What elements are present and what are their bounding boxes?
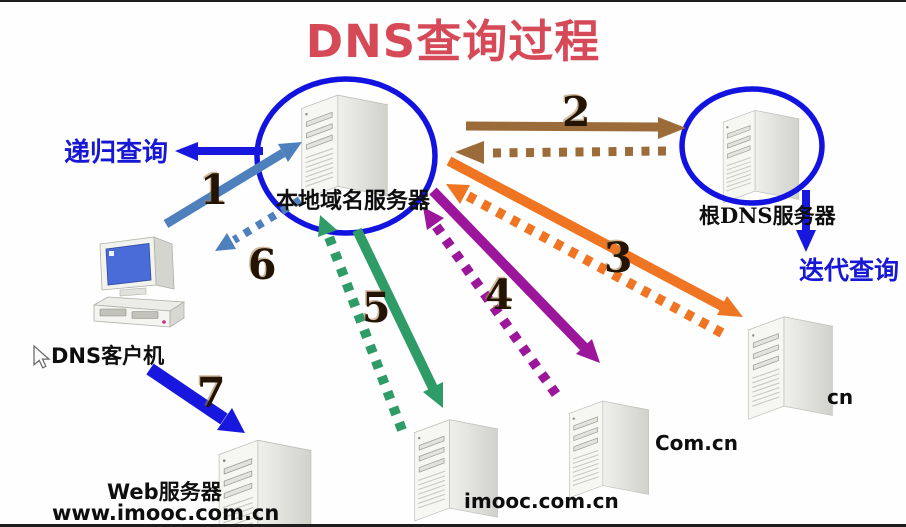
arrow-shaft [146,363,228,425]
arrow-head [455,141,484,164]
arrow-head [658,117,686,139]
arrow-head [423,382,443,408]
arrow-head [215,233,236,251]
step-7-arrow [146,363,245,433]
root-dns-server-label: 根DNS服务器 [699,203,836,228]
arrow-shaft [431,223,561,397]
arrow-head [217,408,245,433]
bottom-edge-strip [0,524,906,527]
step-number-6: 6 [248,241,277,289]
arrow-shaft [429,187,588,351]
arrow-head [717,296,743,317]
root-dns-server-icon [722,109,800,204]
step-5-return-arrow [318,215,407,432]
step-4-arrow [429,187,600,363]
arrow-head [576,339,600,363]
cn-server-icon [748,316,833,420]
arrow-shaft [465,121,659,132]
step-6-arrow [215,196,303,251]
local-dns-circle [254,76,438,236]
dns-client-label: DNS客户机 [51,344,165,368]
arrow-shaft [231,196,303,244]
recursive-query-arrow [175,142,263,161]
iterative-query-label: 迭代查询 [799,256,900,285]
arrow-shaft [488,146,667,158]
local-dns-server-label: 本地域名服务器 [276,188,431,214]
arrow-head [423,207,444,230]
cn-server-label: cn [827,385,854,409]
arrow-shaft [324,235,407,432]
step-number-3: 3 [604,234,633,282]
step-5-arrow [352,227,443,408]
arrow-shaft [446,156,725,311]
step-3-return-arrow [446,184,725,338]
web-server-label: Web服务器 [107,480,222,504]
mouse-cursor-icon [33,345,50,369]
step-1-arrow [163,142,302,228]
com-cn-server-icon [568,400,650,499]
step-number-7: 7 [197,369,226,417]
step-2-arrow [465,117,686,139]
arrow-head [446,184,470,204]
arrow-head [278,142,302,162]
arrow-shaft [352,227,438,391]
root-dns-circle [679,86,825,206]
step-3-arrow [446,156,743,317]
top-edge-strip [0,0,906,2]
step-4-return-arrow [423,207,561,397]
page-title: DNS查询过程 [305,15,601,68]
step-2-return-arrow [455,141,667,164]
step-number-4: 4 [485,271,514,319]
step-number-2: 2 [562,88,591,136]
arrow-shaft [163,149,286,228]
dns-client-computer-icon [93,236,185,328]
iterative-query-arrow [796,190,816,252]
arrow-head [318,215,337,237]
step-number-5: 5 [362,284,391,332]
arrow-head [796,230,816,252]
step-number-1: 1 [200,166,229,214]
recursive-query-label: 递归查询 [64,138,169,168]
com-cn-server-label: Com.cn [655,431,738,455]
web-server-domain-label: www.imooc.com.cn [52,501,280,525]
imooc-server-label: imooc.com.cn [464,489,619,513]
arrow-head [175,142,198,161]
